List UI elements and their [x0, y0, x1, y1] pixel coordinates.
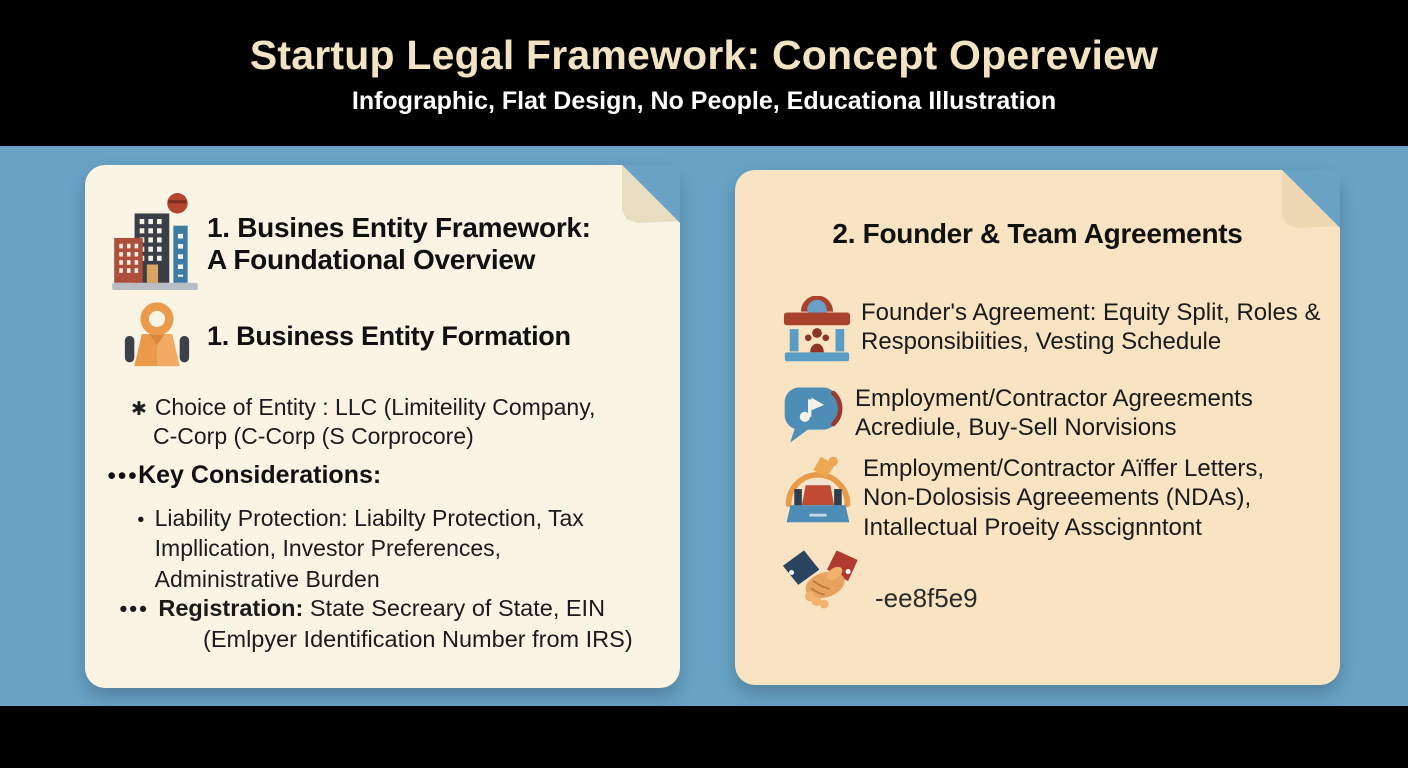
gavel-icon: [781, 452, 855, 542]
bank-icon: [781, 295, 853, 373]
folded-corner: [622, 165, 680, 223]
folded-corner: [1282, 170, 1340, 228]
employment-agreements-item: Employment/Contractor Agreeɛments Acredi…: [781, 382, 1253, 453]
speech-bubble-icon: [781, 382, 847, 453]
content-band: 1. Busines Entity Framework: A Foundatio…: [0, 146, 1408, 706]
header-band: Startup Legal Framework: Concept Operevi…: [0, 0, 1408, 146]
item-text: Employment/Contractor Agreeɛments Acredi…: [855, 385, 1253, 442]
left-card-title: 1. Busines Entity Framework: A Foundatio…: [207, 211, 591, 275]
left-card-subheading-row: 1. Business Entity Formation: [123, 297, 571, 376]
item-text: Founder's Agreement: Equity Split, Roles…: [861, 299, 1321, 356]
card-founder-agreements: 2. Founder & Team Agreements: [735, 170, 1340, 685]
item-text: Employment/Contractor Aïffer Letters, No…: [863, 455, 1265, 541]
asterisk-marker: ✱: [131, 398, 147, 419]
left-card-header: 1. Busines Entity Framework: A Foundatio…: [111, 191, 591, 296]
card-business-entity: 1. Busines Entity Framework: A Foundatio…: [85, 165, 680, 688]
key-considerations-label: ●●●Key Considerations:: [107, 461, 382, 489]
right-card-title: 2. Founder & Team Agreements: [832, 218, 1243, 249]
handshake-item: -ee8f5e9: [781, 548, 978, 623]
item-text: -ee8f5e9: [875, 583, 978, 614]
offer-letters-nda-item: Employment/Contractor Aïffer Letters, No…: [781, 452, 1264, 542]
handshake-icon: [781, 548, 873, 623]
page-title: Startup Legal Framework: Concept Operevi…: [249, 32, 1159, 78]
building-icon: [111, 191, 199, 296]
page-subtitle: Infographic, Flat Design, No People, Edu…: [351, 87, 1057, 115]
registration-item: ●●●Registration: State Secreary of State…: [119, 595, 633, 652]
triple-dot-marker: ●●●: [107, 467, 139, 484]
person-icon: [123, 297, 191, 376]
footer-band: [0, 706, 1408, 768]
liability-protection-item: ● Liability Protection: Liabilty Protect…: [137, 503, 584, 594]
triple-dot-marker: ●●●: [119, 601, 149, 617]
founders-agreement-item: Founder's Agreement: Equity Split, Roles…: [781, 295, 1321, 373]
left-card-subheading: 1. Business Entity Formation: [207, 321, 571, 351]
choice-of-entity-item: ✱Choice of Entity : LLC (Limiteility Com…: [131, 394, 596, 450]
bullet-marker: ●: [137, 512, 145, 526]
